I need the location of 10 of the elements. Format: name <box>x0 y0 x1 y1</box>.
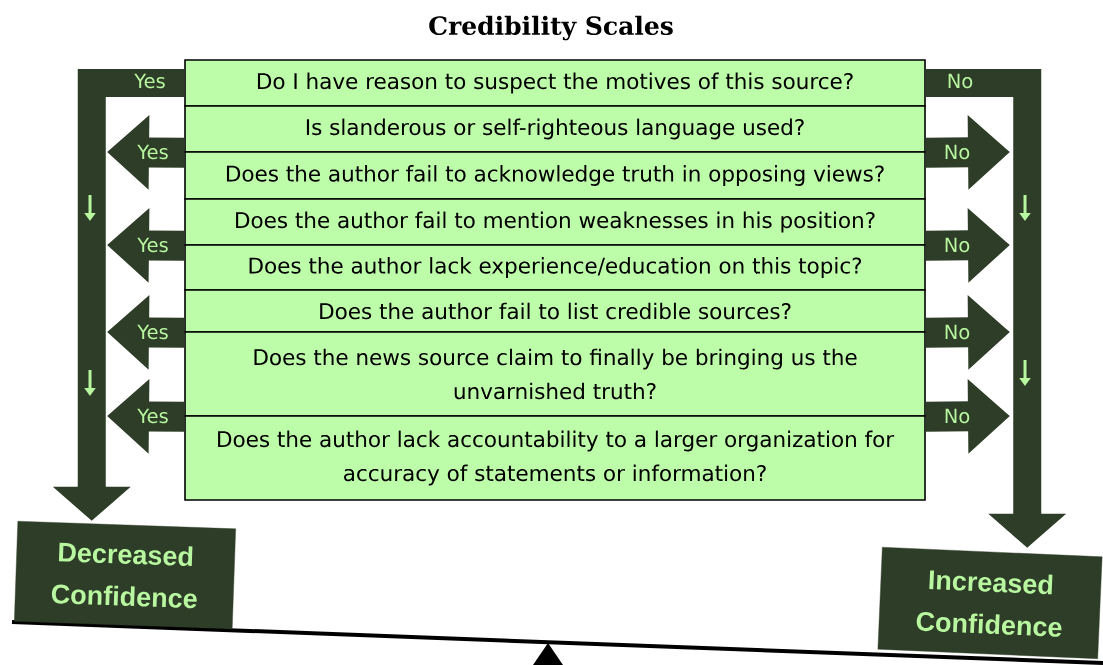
question-box: Do I have reason to suspect the motives of this source? <box>184 59 926 107</box>
question-box: Is slanderous or self-righteous language used? <box>184 105 926 153</box>
title: Credibility Scales <box>429 15 673 41</box>
result-box: Increased Confidence <box>877 547 1103 659</box>
question-box: Does the news source claim to finally be bringing us the unvarnished truth? <box>184 331 926 417</box>
question-box: Does the author lack experience/education on this topic? <box>184 244 926 291</box>
question-box: Does the author lack accountability to a larger organization for accuracy of statements or information? <box>184 415 926 501</box>
question-box: Does the author fail to acknowledge truth in opposing views? <box>184 151 926 200</box>
question-box: Does the author fail to list credible sources? <box>184 289 926 333</box>
question-box: Does the author fail to mention weaknesses in his position? <box>184 198 926 246</box>
